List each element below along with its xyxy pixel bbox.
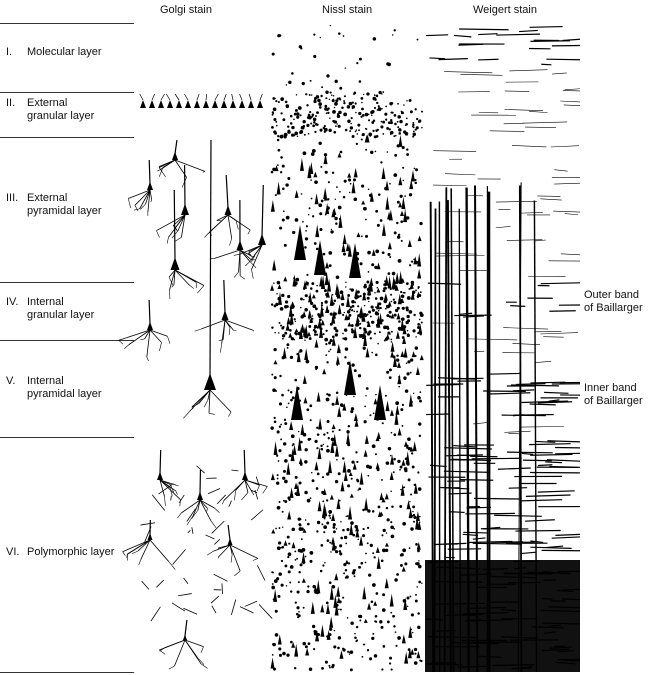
golgi-stain-header: Golgi stain: [160, 4, 212, 16]
nissl-stain-header: Nissl stain: [322, 4, 373, 16]
layer-name-line2: pyramidal layer: [27, 205, 102, 217]
weigert-stain-column: [425, 25, 581, 673]
layer-label-external-granular: II. External granular layer: [6, 97, 94, 122]
layer-numeral: V.: [6, 375, 16, 387]
inner-band-of-baillarger-label: Inner band of Baillarger: [584, 382, 643, 408]
layer-name-line2: granular layer: [27, 110, 95, 122]
layer-divider: [0, 282, 134, 283]
layer-divider: [0, 92, 134, 93]
layer-divider: [0, 437, 134, 438]
layer-name: Molecular layer: [27, 46, 102, 58]
layer-numeral: VI.: [6, 546, 20, 558]
layer-name: External: [27, 97, 68, 109]
layer-name: Polymorphic layer: [27, 546, 115, 558]
layer-divider: [0, 23, 134, 24]
golgi-stain-column: [118, 93, 273, 670]
band-label-line2: of Baillarger: [584, 395, 643, 407]
layer-numeral: IV.: [6, 296, 19, 308]
band-label-line1: Inner band: [584, 382, 637, 394]
layer-divider: [0, 137, 134, 138]
layer-label-external-pyramidal: III. External pyramidal layer: [6, 192, 102, 217]
layer-label-internal-granular: IV. Internal granular layer: [6, 296, 94, 321]
layer-divider: [0, 340, 134, 341]
band-label-line2: of Baillarger: [584, 302, 643, 314]
layer-numeral: II.: [6, 97, 16, 109]
layer-name: Internal: [27, 296, 64, 308]
weigert-stain-header: Weigert stain: [473, 4, 537, 16]
layer-name-line2: granular layer: [27, 309, 95, 321]
layer-numeral: I.: [6, 46, 13, 58]
layer-numeral: III.: [6, 192, 19, 204]
nissl-stain-column: [270, 24, 424, 672]
layer-name: External: [27, 192, 68, 204]
band-label-line1: Outer band: [584, 289, 640, 301]
outer-band-of-baillarger-label: Outer band of Baillarger: [584, 289, 643, 315]
layer-label-molecular: I. Molecular layer: [6, 46, 102, 59]
layer-label-internal-pyramidal: V. Internal pyramidal layer: [6, 375, 102, 400]
layer-name: Internal: [27, 375, 64, 387]
layer-divider: [0, 672, 134, 673]
layer-label-polymorphic: VI. Polymorphic layer: [6, 546, 114, 559]
layer-name-line2: pyramidal layer: [27, 388, 102, 400]
